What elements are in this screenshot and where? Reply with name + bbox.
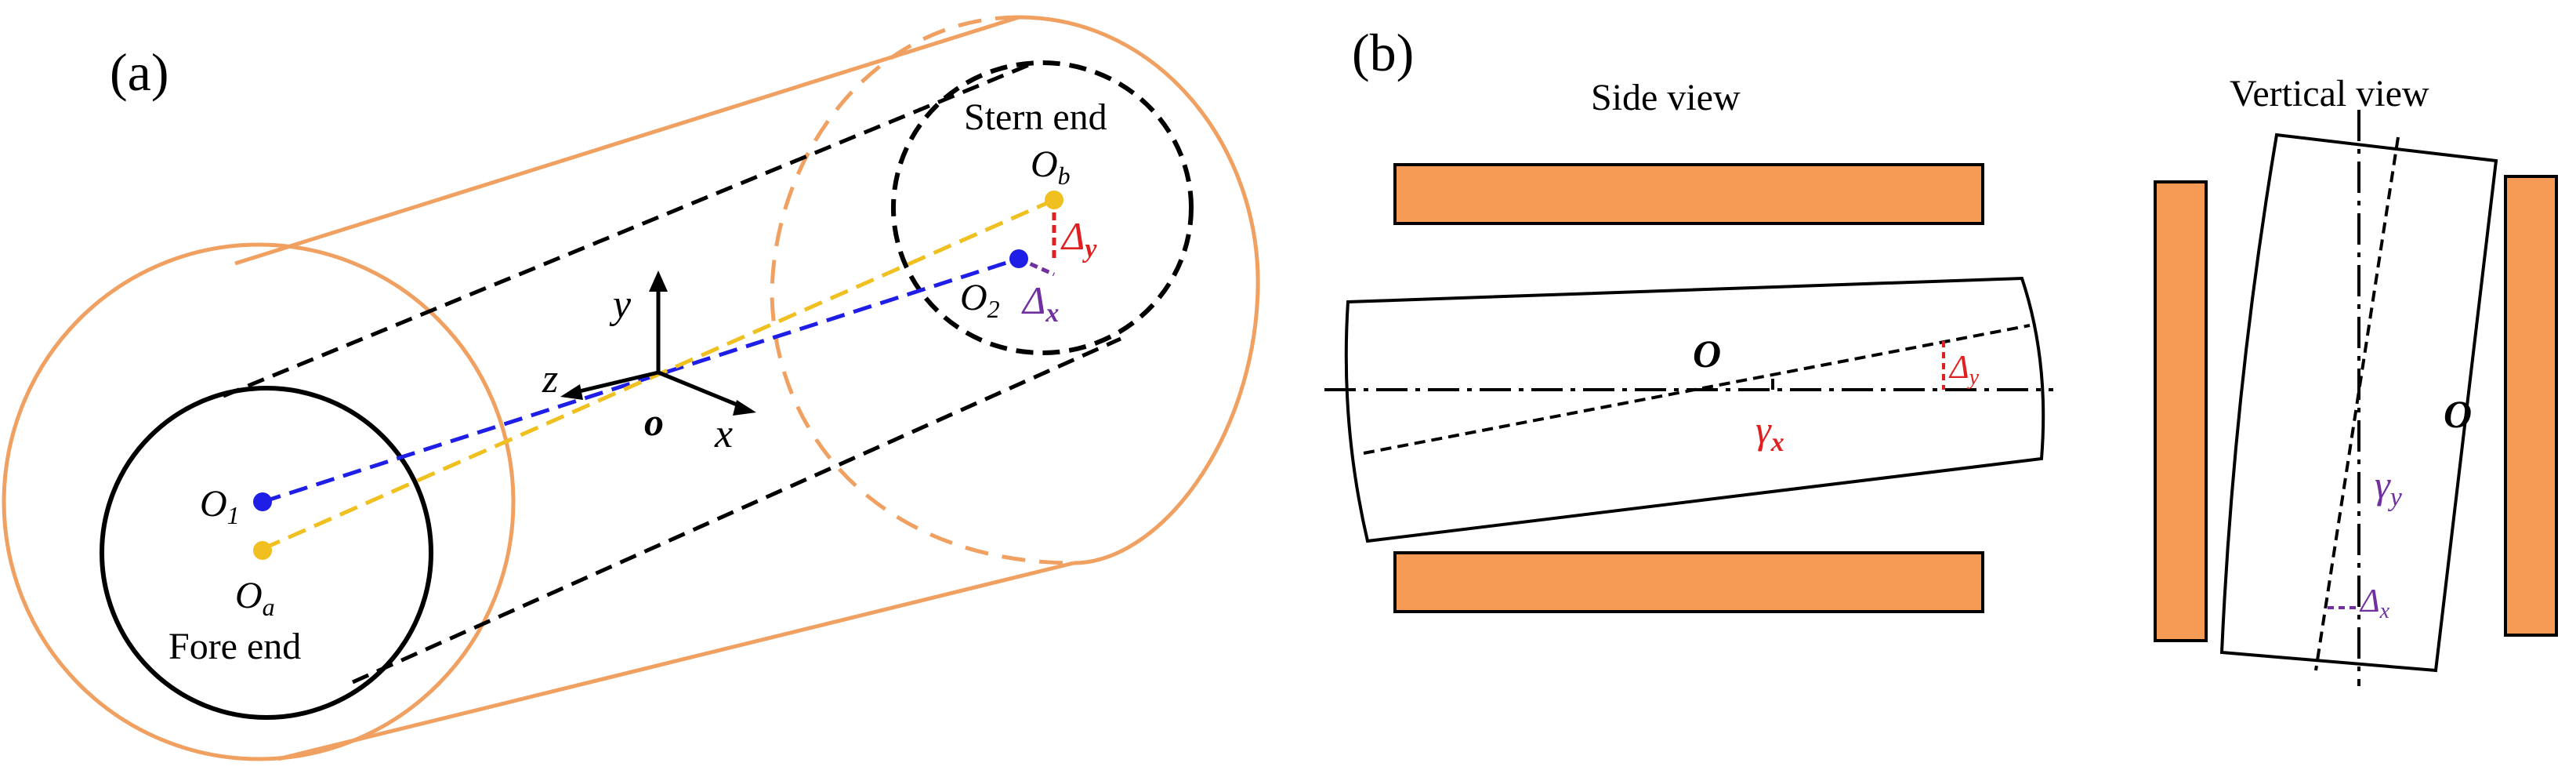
x-axis-arrowhead: [733, 400, 756, 416]
stern-end-label: Stern end: [964, 96, 1107, 138]
point-oa: [253, 541, 272, 560]
side-view-top-block: [1393, 163, 1984, 225]
outer-cylinder-top-edge: [234, 15, 1020, 266]
vertical-view-shaft: [2219, 133, 2498, 673]
z-axis-arrowhead: [560, 384, 583, 400]
o2-label: O2: [960, 277, 1000, 323]
origin-o-label: o: [644, 400, 664, 444]
ob-label: Ob: [1031, 143, 1071, 190]
side-view-shaft-axis: [1363, 324, 2031, 455]
point-ob: [1045, 191, 1063, 209]
delta-x-label: Δx: [1021, 278, 1059, 328]
vertical-view-shaft-axis: [2314, 136, 2400, 671]
y-axis-arrowhead: [649, 271, 668, 292]
side-view-gamma-label: γx: [1755, 408, 1784, 457]
outer-cylinder-fore-circle: [2, 242, 516, 761]
inner-cylinder-bottom-edge: [351, 336, 1122, 685]
outer-cylinder-stern-arc-solid: [1018, 15, 1260, 565]
outer-cylinder-bottom-edge: [277, 561, 1074, 761]
fore-end-circle: [100, 386, 433, 720]
coordinate-axes: [560, 271, 756, 416]
blue-axis-line: [262, 256, 1020, 504]
point-o2: [1009, 249, 1028, 268]
oa-label: Oa: [235, 575, 275, 621]
vertical-view-gamma-label: γy: [2375, 463, 2403, 512]
delta-y-label: Δy: [1060, 214, 1097, 263]
side-view-bottom-block: [1393, 551, 1984, 613]
stern-end-circle: [891, 60, 1194, 355]
y-axis-label: y: [609, 282, 632, 327]
side-view-shaft: [1344, 276, 2045, 543]
side-view-origin-label: O: [1693, 332, 1721, 376]
o1-label: O1: [200, 483, 240, 529]
side-view-title: Side view: [1591, 77, 1741, 118]
vertical-view-right-block: [2504, 175, 2558, 637]
x-axis-label: x: [714, 412, 733, 456]
inner-cylinder-top-edge: [223, 62, 1031, 398]
z-axis-label: z: [542, 357, 558, 401]
vertical-view-title: Vertical view: [2230, 73, 2429, 114]
panel-b: (b) Side view O γx Δy Vertical view O γy: [1324, 23, 2558, 686]
outer-cylinder-stern-arc-dashed: [770, 15, 1074, 565]
vertical-view-delta-label: Δx: [2359, 583, 2390, 623]
side-view: Side view O γx Δy: [1324, 77, 2053, 613]
side-view-delta-label: Δy: [1948, 350, 1980, 390]
vertical-view-left-block: [2154, 180, 2208, 642]
vertical-view: Vertical view O γy Δx: [2154, 73, 2558, 686]
vertical-view-origin-label: O: [2444, 392, 2472, 436]
fore-end-label: Fore end: [168, 626, 301, 667]
panel-a: (a) Fore end Stern end O1 Oa O2 Ob Δy Δx…: [2, 15, 1260, 761]
panel-b-label: (b): [1352, 23, 1414, 82]
panel-a-label: (a): [110, 42, 168, 102]
point-o1: [253, 492, 272, 511]
